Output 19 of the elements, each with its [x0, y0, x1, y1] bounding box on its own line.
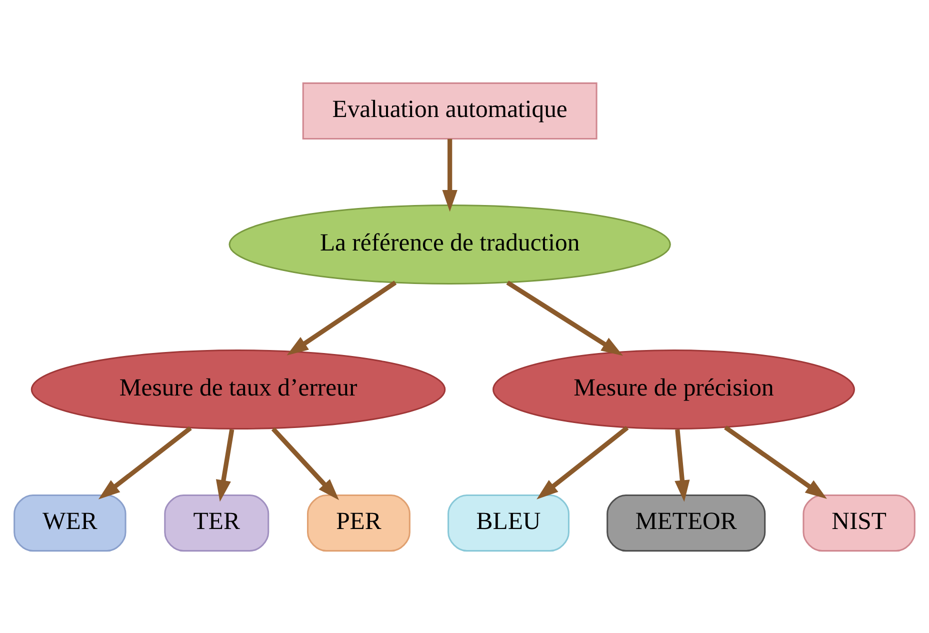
node-box: PER	[306, 494, 410, 552]
arrow	[286, 280, 397, 355]
arrow	[271, 426, 340, 500]
node-box: BLEU	[448, 494, 570, 552]
arrow	[98, 426, 192, 499]
arrow	[674, 428, 690, 502]
node-box: TER	[164, 494, 270, 552]
arrow	[506, 280, 623, 356]
arrow	[724, 425, 827, 498]
node-box: Evaluation automatique	[302, 82, 598, 140]
node-ellipse: La référence de traduction	[228, 204, 671, 284]
node-ellipse: Mesure de précision	[492, 349, 855, 430]
node-box: METEOR	[606, 494, 766, 552]
arrow	[536, 425, 629, 499]
node-box: WER	[14, 494, 126, 552]
arrow	[216, 428, 234, 502]
node-box: NIST	[802, 494, 916, 552]
arrow	[442, 138, 458, 212]
node-ellipse: Mesure de taux d’erreur	[30, 349, 446, 430]
